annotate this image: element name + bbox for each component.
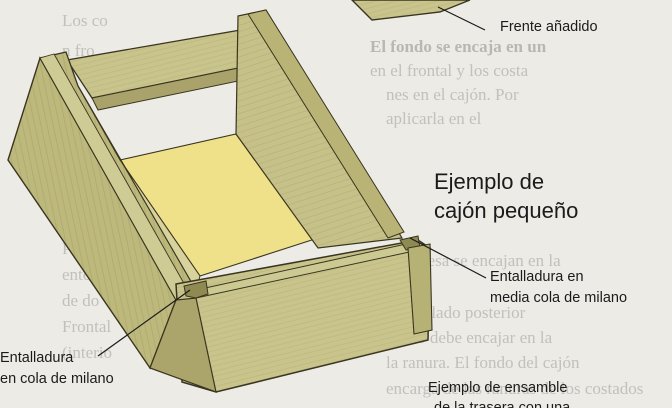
label-entalladura-left-line1: Entalladura [0,350,74,366]
leader-line-frente [437,6,486,31]
drawer-right-side-inner [235,9,405,249]
drawer-left-side-inner [77,85,201,292]
bg-line: encarga de las ranuras de los costados [386,379,644,398]
drawer-back-panel [65,27,263,111]
example-title-line2: cajón pequeño [434,198,579,223]
label-entalladura-left-line2: en cola de milano [0,371,114,387]
bg-line: la ranura. El fondo del cajón [386,353,580,372]
bg-line: aplicarla en el [386,109,482,128]
bg-line: (interio [62,343,113,362]
bg-line: en el frontal y los costa [370,61,529,80]
label-ensamble-line2: de la trasera con una [434,400,571,408]
drawer-front-panel [149,235,433,393]
bg-line: Los co [62,11,108,30]
label-frente-anadido: Frente añadido [500,19,598,35]
added-front-piece [351,0,471,21]
label-entalladura-media-line2: media cola de milano [490,290,628,306]
drawer-left-side [7,51,197,370]
leader-line-media-cola [409,237,487,279]
bg-line: nes en el cajón. Por [386,85,519,104]
leader-line-cola-milano [97,289,191,357]
bg-line: n fro [62,41,95,60]
bg-line: Frontal [62,317,112,336]
label-ensamble-line1: Ejemplo de ensamble [428,380,568,396]
bg-line: El fondo se encaja en un [370,37,547,56]
bg-line: de do [62,291,100,310]
label-entalladura-media-line1: Entalladura en [490,269,584,285]
example-title-line1: Ejemplo de [434,169,545,194]
